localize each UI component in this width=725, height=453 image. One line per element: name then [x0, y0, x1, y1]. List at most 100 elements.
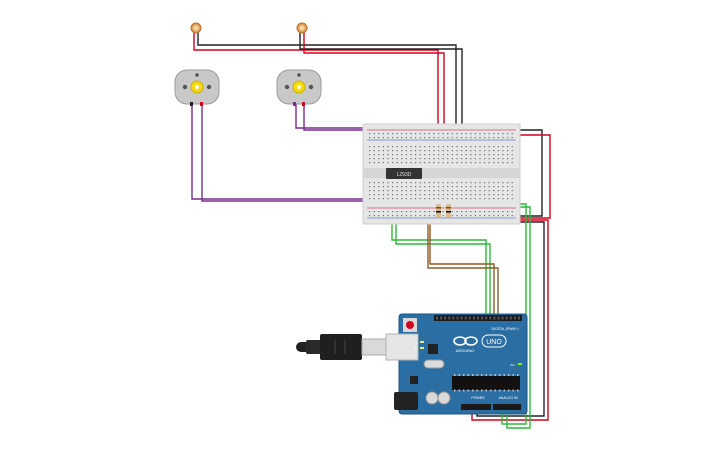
hole [511, 190, 513, 192]
hole [415, 146, 417, 148]
hole [396, 194, 398, 196]
hole [488, 162, 490, 164]
usb-cable[interactable] [296, 334, 389, 360]
hole [415, 133, 417, 135]
hole [401, 194, 403, 196]
hole [382, 150, 384, 152]
hole [378, 211, 380, 213]
hole [419, 190, 421, 192]
hole [461, 215, 463, 217]
hole [484, 186, 486, 188]
hole [392, 154, 394, 156]
hole [438, 186, 440, 188]
hole [474, 186, 476, 188]
hole [511, 211, 513, 213]
hole [392, 198, 394, 200]
hole [401, 186, 403, 188]
hole [369, 146, 371, 148]
hole [454, 374, 456, 376]
hole [497, 211, 499, 213]
hole [468, 316, 471, 320]
hole [369, 211, 371, 213]
hole [470, 211, 472, 213]
resistor[interactable] [436, 204, 441, 218]
reset-button[interactable] [406, 321, 414, 329]
hole [484, 215, 486, 217]
hole [387, 194, 389, 196]
hole [511, 215, 513, 217]
hole [410, 194, 412, 196]
tx-label: TX [414, 341, 418, 345]
hole [373, 137, 375, 139]
hole [502, 194, 504, 196]
arduino-uno-board[interactable]: DIGITAL (PWM~) POWER ANALOG IN ARDUINO U… [385, 313, 528, 415]
hole [479, 154, 481, 156]
dc-motor[interactable] [276, 69, 322, 106]
hole [401, 211, 403, 213]
hole [369, 190, 371, 192]
photoresistor[interactable] [296, 22, 308, 34]
hole [405, 211, 407, 213]
hole [396, 211, 398, 213]
hole [503, 389, 505, 392]
hole [493, 215, 495, 217]
hole [442, 215, 444, 217]
wire-red[interactable] [471, 219, 549, 421]
hole [424, 182, 426, 184]
resistor[interactable] [446, 204, 451, 218]
hole [438, 133, 440, 135]
hole [387, 162, 389, 164]
hole [502, 186, 504, 188]
wire-black[interactable] [299, 33, 463, 128]
hole [392, 150, 394, 152]
hole [369, 198, 371, 200]
hole [456, 190, 458, 192]
hole [428, 211, 430, 213]
hole [447, 198, 449, 200]
hole [488, 154, 490, 156]
hole [484, 133, 486, 135]
hole [451, 186, 453, 188]
dc-motor[interactable] [174, 69, 220, 106]
wire-black[interactable] [506, 129, 543, 217]
hole [447, 194, 449, 196]
hole [465, 137, 467, 139]
hole [415, 194, 417, 196]
hole [497, 162, 499, 164]
hole [436, 316, 438, 320]
motor-driver-chip[interactable]: L293D [386, 168, 422, 179]
hole [476, 374, 478, 376]
hole [461, 190, 463, 192]
hole [378, 150, 380, 152]
hole [424, 133, 426, 135]
hole [502, 198, 504, 200]
hole [479, 158, 481, 160]
hole [456, 182, 458, 184]
hole [488, 190, 490, 192]
hole [497, 190, 499, 192]
wire-black[interactable] [197, 33, 457, 128]
hole [401, 154, 403, 156]
hole [405, 154, 407, 156]
hole [502, 146, 504, 148]
hole [508, 374, 510, 376]
photoresistor[interactable] [190, 22, 202, 34]
hole [428, 146, 430, 148]
hole [465, 211, 467, 213]
hole [410, 154, 412, 156]
hole [378, 190, 380, 192]
hole [465, 133, 467, 135]
hole [433, 150, 435, 152]
hole [497, 150, 499, 152]
hole [410, 146, 412, 148]
model-label: UNO [486, 339, 502, 346]
hole [477, 316, 479, 320]
hole [456, 211, 458, 213]
hole [433, 133, 435, 135]
hole [479, 182, 481, 184]
hole [373, 211, 375, 213]
hole [458, 389, 460, 392]
hole [387, 190, 389, 192]
hole [401, 162, 403, 164]
